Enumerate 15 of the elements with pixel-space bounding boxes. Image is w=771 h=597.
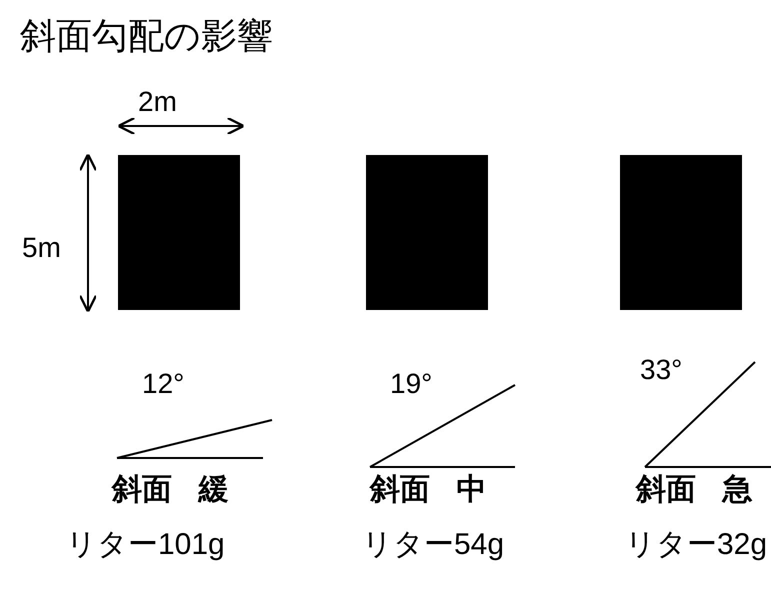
angle-label: 19°: [390, 370, 432, 398]
plot-square: [118, 155, 240, 310]
angle-label: 12°: [142, 370, 184, 398]
litter-amount-label: リター54g: [362, 530, 504, 560]
dimension-label: 2m: [138, 88, 177, 116]
plot-square: [620, 155, 742, 310]
litter-amount-label: リター32g: [625, 530, 768, 560]
plot-square: [366, 155, 488, 310]
slope-label: 斜面 急: [636, 475, 752, 505]
title: 斜面勾配の影響: [20, 18, 273, 54]
litter-amount-label: リター101g: [66, 530, 225, 560]
dimension-label: 5m: [22, 234, 61, 262]
slope-label: 斜面 中: [370, 475, 486, 505]
slope-label: 斜面 緩: [112, 475, 228, 505]
angle-label: 33°: [640, 356, 682, 384]
